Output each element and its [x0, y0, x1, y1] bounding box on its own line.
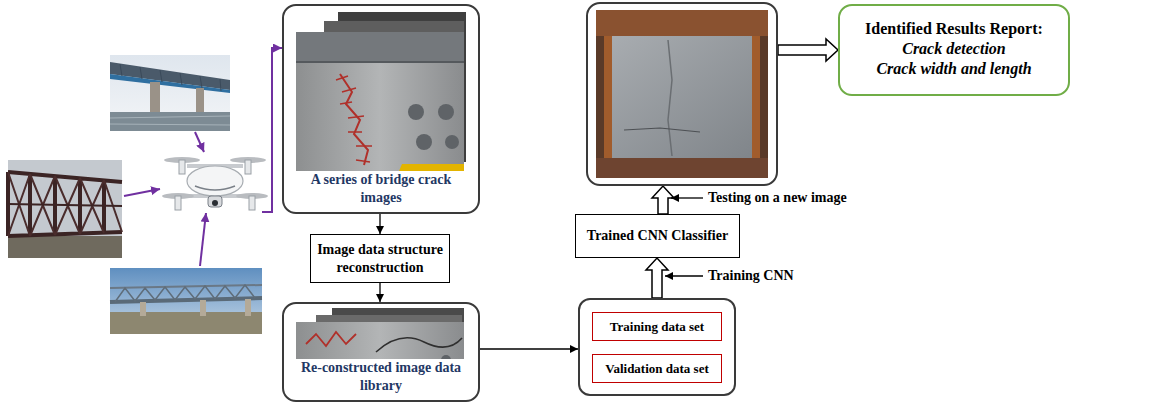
capture-arrow	[195, 132, 204, 152]
edge-label: Testing on a new image	[706, 190, 849, 206]
drone-icon	[249, 196, 255, 210]
bridge-photo	[196, 88, 204, 116]
bridge-photo	[8, 160, 122, 258]
bridge-photo	[110, 74, 230, 93]
bridge-photo	[110, 55, 230, 131]
test-image-photo	[624, 128, 700, 132]
block-arrow	[646, 258, 668, 298]
test-image-photo	[604, 36, 760, 158]
test-image-panel	[586, 2, 778, 186]
flow-arrow	[380, 214, 381, 234]
crack-image-stack	[296, 32, 464, 178]
results-report-box: Identified Results Report:Crack detectio…	[838, 4, 1070, 96]
drone-icon	[179, 160, 185, 174]
process-box: Image data structure reconstruction	[310, 234, 450, 283]
crack-image-stack	[438, 104, 454, 120]
crack-image-stack	[340, 74, 368, 165]
drone-icon	[175, 196, 181, 210]
bridge-photo	[110, 112, 230, 131]
classifier-box: Trained CNN Classifier	[575, 214, 740, 258]
crack-image-stack	[336, 76, 372, 162]
box-label: Trained CNN Classifier	[587, 227, 728, 245]
bridge-photo	[110, 55, 230, 131]
bridge-photo	[8, 204, 122, 206]
test-image-photo	[596, 10, 768, 178]
drone-icon	[208, 196, 222, 207]
box-label: Image data structure reconstruction	[316, 241, 444, 276]
box-label: Training data set	[610, 319, 704, 335]
edge-label: Training CNN	[706, 268, 796, 284]
bridge-photo	[8, 172, 122, 236]
crack-image-stack	[445, 135, 459, 149]
bridge-photo	[8, 236, 122, 258]
bridge-photo	[150, 82, 160, 116]
dataset-box: Validation data set	[592, 354, 722, 383]
test-image-photo	[668, 40, 672, 156]
report-heading: Identified Results Report:	[865, 19, 1043, 39]
report-item: Crack width and length	[876, 59, 1031, 79]
test-image-photo	[596, 10, 768, 36]
test-image-photo	[604, 36, 612, 158]
drone-icon	[162, 157, 268, 210]
connector-line	[379, 283, 380, 302]
drone-icon	[187, 166, 243, 196]
capture-arrow	[124, 48, 282, 266]
panel-caption: Re-constructed image data library	[289, 359, 473, 394]
crack-image-strips	[306, 332, 356, 346]
connector-line	[379, 214, 380, 234]
test-image-photo	[752, 36, 760, 158]
panel-caption: A series of bridge crack images	[289, 171, 473, 206]
bridge-photo	[110, 268, 262, 334]
bridge-photo	[8, 160, 122, 258]
drone-icon	[195, 186, 235, 190]
bridge-photo	[245, 299, 251, 316]
image-library-panel: Re-constructed image data library	[282, 302, 480, 402]
bridge-photo	[200, 300, 206, 316]
block-arrow	[778, 39, 838, 61]
bridge-photo	[120, 64, 221, 91]
crack-image-stack	[296, 12, 466, 178]
block-arrow-shape	[778, 39, 838, 61]
label-pointer	[671, 197, 703, 198]
flow-arrow	[480, 349, 578, 350]
crack-image-stack	[408, 104, 424, 120]
block-arrow-shape	[646, 258, 668, 298]
bridge-photo	[110, 116, 230, 125]
capture-arrow	[200, 213, 206, 266]
dataset-group: Training data setValidation data set	[578, 298, 736, 396]
crack-image-strips	[376, 338, 462, 352]
block-arrow-shape	[652, 186, 674, 214]
connector-line	[480, 348, 578, 349]
crack-image-stack	[416, 134, 432, 150]
flow-arrow	[380, 283, 381, 302]
drone-icon	[212, 200, 218, 206]
bridge-photo	[140, 302, 146, 316]
test-image-photo	[596, 10, 768, 178]
bridge-photo	[8, 172, 122, 236]
capture-arrow	[262, 48, 282, 212]
capture-arrow	[124, 189, 160, 196]
box-label: Validation data set	[605, 361, 709, 377]
report-item: Crack detection	[902, 39, 1006, 59]
bridge-photo	[115, 285, 255, 302]
test-image-photo	[596, 158, 768, 178]
image-series-panel: A series of bridge crack images	[282, 4, 480, 214]
dataset-box: Training data set	[592, 312, 722, 341]
block-arrow	[652, 186, 674, 214]
drone-icon	[187, 166, 243, 196]
bridge-photo	[110, 312, 262, 334]
drone-icon	[245, 160, 251, 174]
bridge-photo	[110, 268, 262, 334]
label-pointer	[665, 275, 703, 276]
crack-image-stack	[296, 61, 464, 63]
crack-image-stack	[296, 32, 464, 62]
